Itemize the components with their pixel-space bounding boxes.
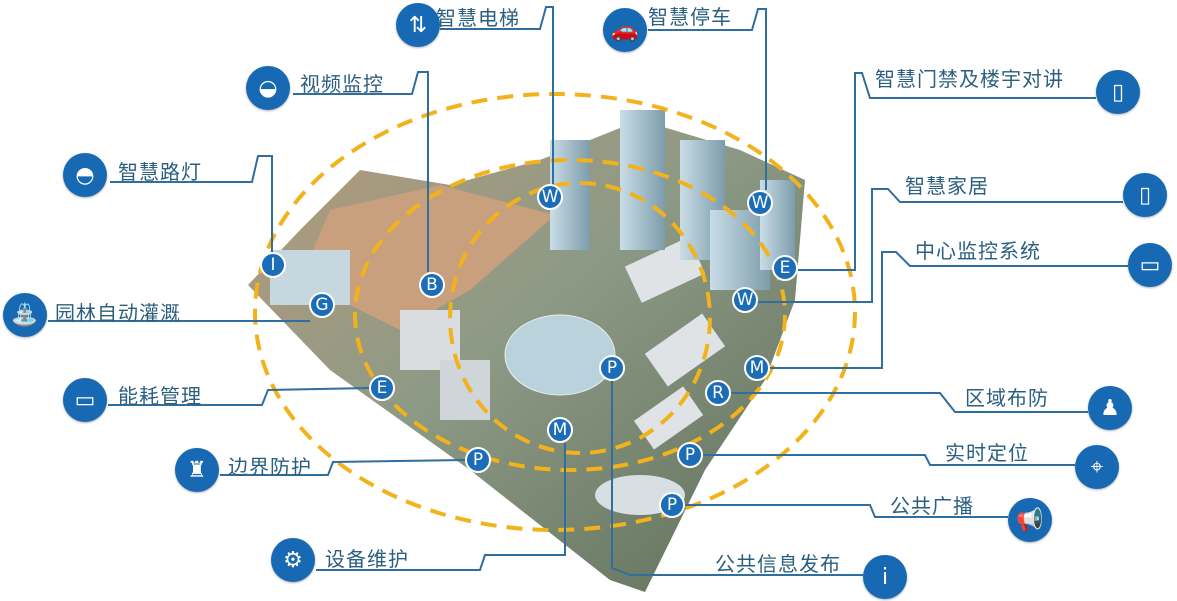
callout-label: 智慧门禁及楼宇对讲 (875, 67, 1064, 91)
leader-line (108, 387, 371, 406)
callout-label: 实时定位 (945, 441, 1029, 465)
building (440, 360, 490, 420)
map-marker[interactable]: E (369, 375, 395, 401)
map-marker[interactable]: B (419, 272, 445, 298)
leader-line (316, 443, 566, 571)
map-marker[interactable]: E (772, 255, 798, 281)
leader-line (611, 381, 863, 576)
guard-icon: ♟ (1088, 386, 1132, 430)
leader-line (798, 72, 1096, 271)
callout-label: 中心监控系统 (915, 239, 1041, 263)
monitor-icon: ▭ (1128, 243, 1172, 287)
map-marker[interactable]: W (732, 287, 758, 313)
monitor-icon: ▭ (63, 378, 107, 422)
callout-label: 智慧路灯 (118, 160, 202, 184)
callout-label: 能耗管理 (118, 384, 202, 408)
building (644, 313, 726, 387)
map-marker[interactable]: W (537, 184, 563, 210)
map-marker[interactable]: W (747, 190, 773, 216)
map-marker[interactable]: P (659, 492, 685, 518)
leader-line (110, 155, 273, 252)
leader-line (758, 188, 1123, 303)
map-marker[interactable]: M (744, 355, 770, 381)
sprinkler-icon: ⛲ (3, 293, 47, 337)
leader-line (440, 6, 554, 185)
callout-label: 边界防护 (228, 455, 312, 479)
map-marker[interactable]: M (547, 417, 573, 443)
elevator-icon: ⇅ (396, 3, 440, 47)
callout-label: 区域布防 (965, 386, 1049, 410)
megaphone-icon: 📢 (1008, 498, 1052, 542)
camera-icon: ◒ (246, 66, 290, 110)
callout-label: 园林自动灌溉 (55, 301, 181, 325)
callout-label: 智慧停车 (648, 5, 732, 29)
callout-label: 智慧家居 (905, 174, 989, 198)
callout-label: 公共信息发布 (715, 552, 841, 576)
callout-label: 设备维护 (325, 547, 409, 571)
map-marker[interactable]: G (309, 292, 335, 318)
location-pin-icon: ⌖ (1075, 445, 1119, 489)
tower (620, 110, 665, 250)
intercom-icon: ▯ (1123, 173, 1167, 217)
street-light-icon: ◓ (63, 153, 107, 197)
map-marker[interactable]: I (260, 252, 286, 278)
map-marker[interactable]: P (677, 442, 703, 468)
map-marker[interactable]: R (705, 380, 731, 406)
gear-icon: ⚙ (271, 538, 315, 582)
dome (504, 314, 616, 396)
leader-line (293, 71, 429, 272)
map-marker[interactable]: P (599, 355, 625, 381)
map-marker[interactable]: P (465, 447, 491, 473)
leader-line (648, 8, 767, 190)
leader-line (685, 504, 1008, 518)
car-icon: 🚗 (603, 8, 647, 52)
leader-line (770, 251, 1128, 369)
callout-label: 视频监控 (300, 72, 384, 96)
coverage-rings (253, 92, 857, 532)
intercom-icon: ▯ (1096, 70, 1140, 114)
leader-lines (48, 6, 1128, 576)
leader-line (703, 454, 1075, 466)
watchtower-icon: ♜ (175, 448, 219, 492)
info-icon: i (863, 555, 907, 599)
callout-label: 公共广播 (890, 494, 974, 518)
leader-line (220, 459, 466, 476)
leader-line (731, 392, 1088, 413)
callout-label: 智慧电梯 (436, 6, 520, 30)
